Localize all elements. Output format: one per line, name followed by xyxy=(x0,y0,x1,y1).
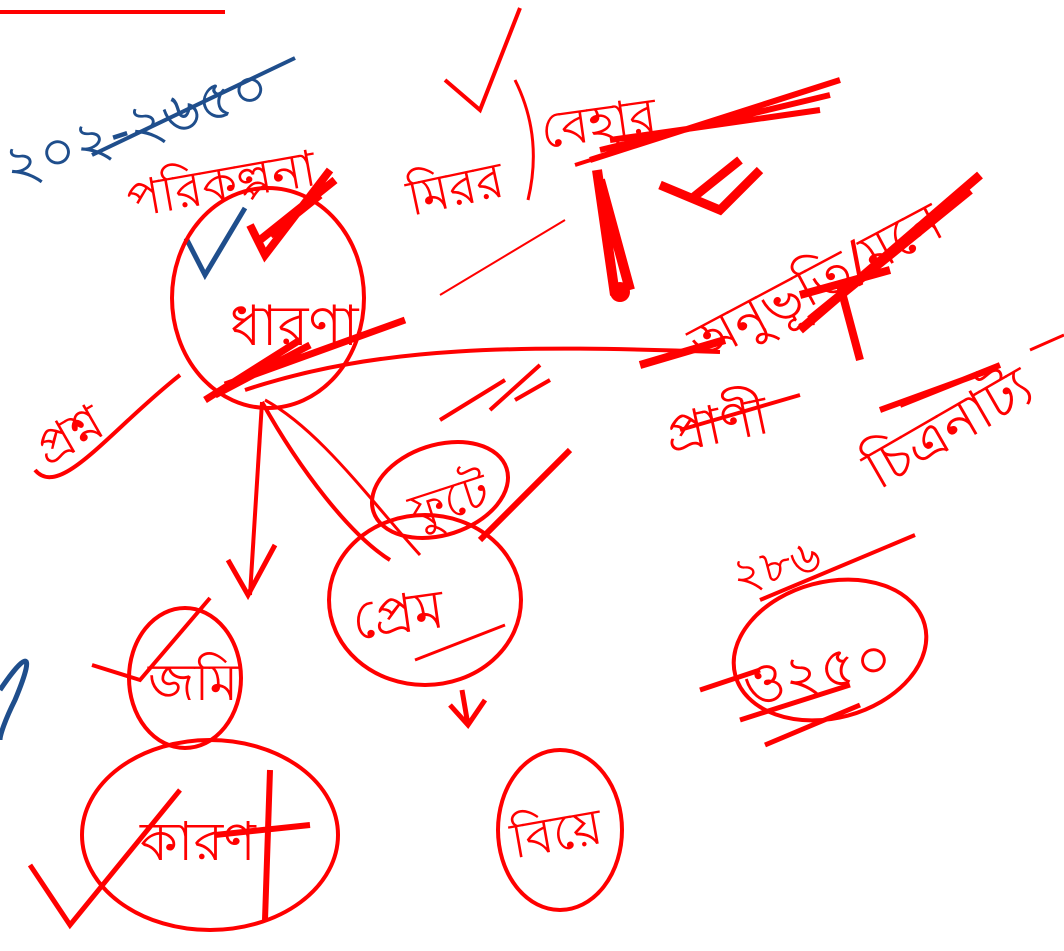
mirror-label: মিরর xyxy=(401,150,510,227)
bottom-mid-label: বিয়ে xyxy=(505,797,608,870)
right-text-2-underline xyxy=(679,393,801,432)
middle-underline xyxy=(414,623,506,662)
right-small-line xyxy=(759,533,916,602)
bottom-left-check xyxy=(27,788,182,930)
right-circle-scribble xyxy=(699,667,861,748)
bottom-left-label: কারণ xyxy=(139,810,257,873)
blue-checkmark xyxy=(183,206,248,281)
exclamation-dot xyxy=(610,282,630,302)
bebohar-scribble xyxy=(589,77,841,163)
arrow-to-lower-left xyxy=(248,401,264,596)
upper-small-node xyxy=(369,440,511,540)
check-top xyxy=(443,7,522,114)
right-tee xyxy=(798,266,892,362)
bottom-left-node xyxy=(80,738,340,932)
diag-line-1 xyxy=(439,219,566,296)
right-circle-node xyxy=(731,577,929,723)
right-text-1: অনুভূতি/মনে xyxy=(678,190,956,381)
center-node xyxy=(170,186,366,410)
arrow-to-middle-2 xyxy=(264,398,422,557)
upper-small-check xyxy=(438,363,551,422)
center-label: ধারণা xyxy=(230,294,359,359)
bracket-left xyxy=(513,79,535,201)
center-scribble xyxy=(203,316,407,403)
exclamation-mark xyxy=(592,169,635,296)
right-text-3-scribble xyxy=(878,362,1002,413)
upper-small-scribble xyxy=(477,447,573,543)
right-slash xyxy=(797,171,983,334)
right-edge-line xyxy=(1029,333,1064,352)
blue-underline xyxy=(91,56,296,157)
middle-label: প্রেম xyxy=(348,577,449,652)
center-checks xyxy=(246,167,338,263)
blue-stroke-left xyxy=(0,658,30,741)
connector-right-scribble xyxy=(638,336,727,369)
right-text-2: প্রাণী xyxy=(659,381,776,467)
bottom-mid-node xyxy=(496,748,624,912)
connector-right xyxy=(244,346,721,392)
arrow-head-lower-left xyxy=(225,543,278,601)
right-text-3: চিত্রনাট্য xyxy=(851,352,1046,504)
prosno-label: প্রশ্ন xyxy=(25,392,115,477)
middle-node xyxy=(327,513,523,687)
lower-left-check xyxy=(91,596,212,683)
bottom-left-cross xyxy=(214,769,311,921)
lower-left-label: জমি xyxy=(147,652,239,713)
prosno-arc xyxy=(33,373,182,479)
middle-down-arrow xyxy=(448,689,488,730)
arrow-to-middle xyxy=(260,401,392,562)
right-scribble-1 xyxy=(658,156,764,216)
bebohar-label: বেহার xyxy=(537,86,662,160)
